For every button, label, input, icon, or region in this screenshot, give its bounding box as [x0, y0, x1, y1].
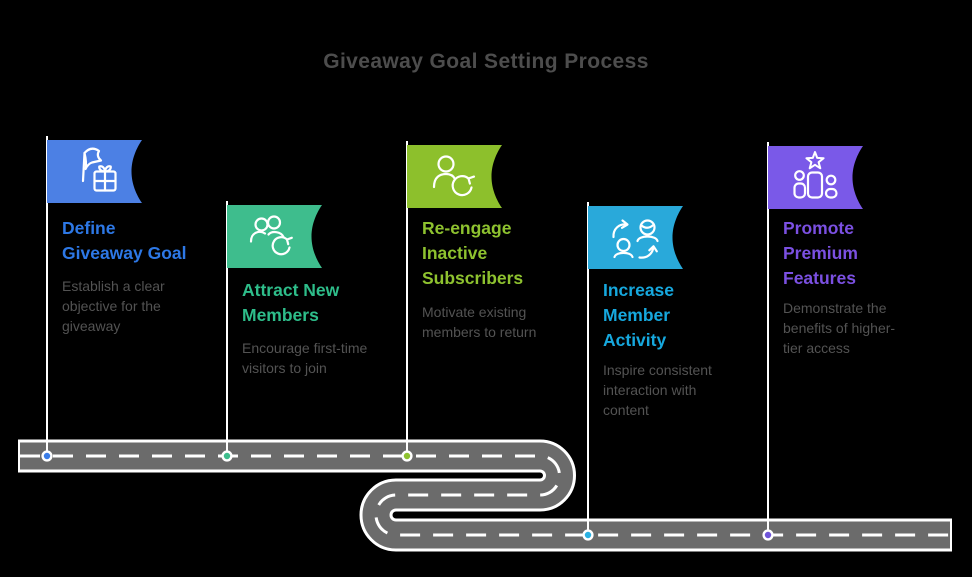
flag-gift-icon	[81, 147, 117, 192]
milestone-dot	[582, 529, 594, 541]
flag-banner-shape	[227, 205, 322, 268]
milestone-dot	[41, 450, 53, 462]
milestone-description: Encourage first-time visitors to join	[242, 340, 368, 376]
milestone-title: Promote Premium Features	[783, 218, 858, 288]
road-centerline	[20, 454, 950, 537]
milestone-dot	[762, 529, 774, 541]
milestone-flag	[227, 205, 322, 268]
milestone-title: Re-engage Inactive Subscribers	[422, 218, 524, 288]
milestone-description: Demonstrate the benefits of higher- tier…	[783, 300, 896, 356]
milestone-title: Attract New Members	[242, 280, 340, 325]
milestone-dot	[221, 450, 233, 462]
milestone-flag	[47, 140, 142, 203]
person-refresh-icon	[432, 155, 476, 197]
milestone-title: Define Giveaway Goal	[62, 218, 187, 263]
milestone-description: Motivate existing members to return	[422, 304, 537, 340]
members-exchange-icon	[612, 219, 659, 259]
milestone-flag	[768, 146, 863, 209]
podium-star-icon	[793, 151, 838, 199]
members-refresh-icon	[249, 215, 293, 256]
flag-banner-shape	[768, 146, 863, 209]
milestone-title: Increase Member Activity	[603, 280, 675, 350]
milestone-flag	[407, 145, 502, 208]
milestone-flag	[588, 206, 683, 269]
page-title: Giveaway Goal Setting Process	[323, 50, 649, 73]
milestone-dot	[401, 450, 413, 462]
milestone-description: Inspire consistent interaction with cont…	[603, 362, 712, 418]
flag-banner-shape	[588, 206, 683, 269]
milestone-description: Establish a clear objective for the give…	[62, 278, 165, 334]
